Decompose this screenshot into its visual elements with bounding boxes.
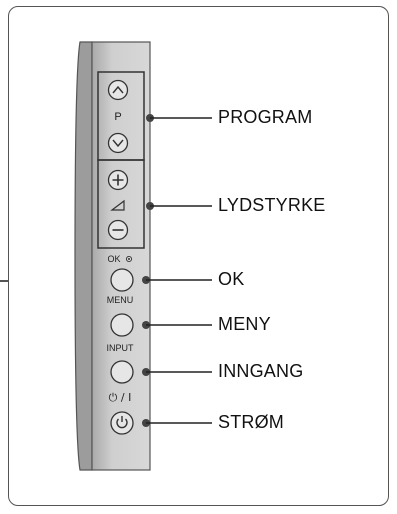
plus-icon [107,169,129,191]
program-p-label: P [114,111,121,123]
input-button [110,360,134,384]
panel-face [91,41,151,471]
panel-body [74,41,93,471]
callout-power: STRØM [218,412,284,432]
side-connector-line [0,280,9,282]
minus-icon [107,219,129,241]
chevron-up-icon [107,79,129,101]
callout-input: INNGANG [218,361,304,381]
ok-caption: OK [107,254,120,264]
callout-menu: MENY [218,314,271,334]
power-icon [116,416,128,429]
ok-button [110,268,134,292]
power-button [110,411,134,435]
diagram-frame [8,6,389,506]
volume-group-box [97,159,145,249]
callout-program: PROGRAM [218,107,313,127]
volume-icon [110,199,125,211]
power-caption: ⏻ / I [109,391,132,404]
callout-volume: LYDSTYRKE [218,195,326,215]
chevron-down-icon [107,132,129,154]
callout-ok: OK [218,269,245,289]
input-caption: INPUT [107,343,135,353]
menu-caption: MENU [107,295,134,305]
ok-dot-icon [125,255,133,263]
menu-button [110,313,134,337]
